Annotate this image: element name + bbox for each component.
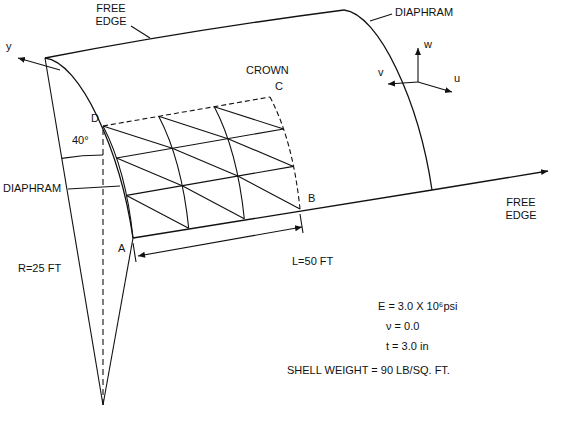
part-label: DIAPHRAM	[3, 182, 61, 195]
shell-outline	[45, 10, 548, 238]
finite-element-grid	[103, 97, 300, 238]
point-label: B	[308, 192, 315, 205]
part-label: DIAPHRAM	[395, 6, 453, 19]
property-label: E = 3.0 X 10⁶psi	[378, 300, 457, 313]
point-label: A	[118, 242, 125, 255]
part-label: CROWN	[246, 64, 289, 77]
property-label: t = 3.0 in	[386, 340, 429, 353]
part-label: FREE EDGE	[500, 196, 542, 222]
dimension-label: L=50 FT	[292, 255, 333, 268]
axis-label: w	[424, 38, 432, 51]
point-label: C	[275, 80, 283, 93]
angle-label: 40°	[72, 134, 89, 147]
property-label: SHELL WEIGHT = 90 LB/SQ. FT.	[287, 364, 450, 377]
geometry-lines	[18, 14, 452, 405]
property-label: ν = 0.0	[386, 320, 419, 333]
axis-label: u	[454, 72, 460, 85]
axis-label: v	[378, 66, 384, 79]
dimension-label: R=25 FT	[18, 262, 61, 275]
part-label: FREE EDGE	[90, 2, 132, 28]
point-label: D	[91, 112, 99, 125]
axis-label: y	[6, 40, 12, 53]
